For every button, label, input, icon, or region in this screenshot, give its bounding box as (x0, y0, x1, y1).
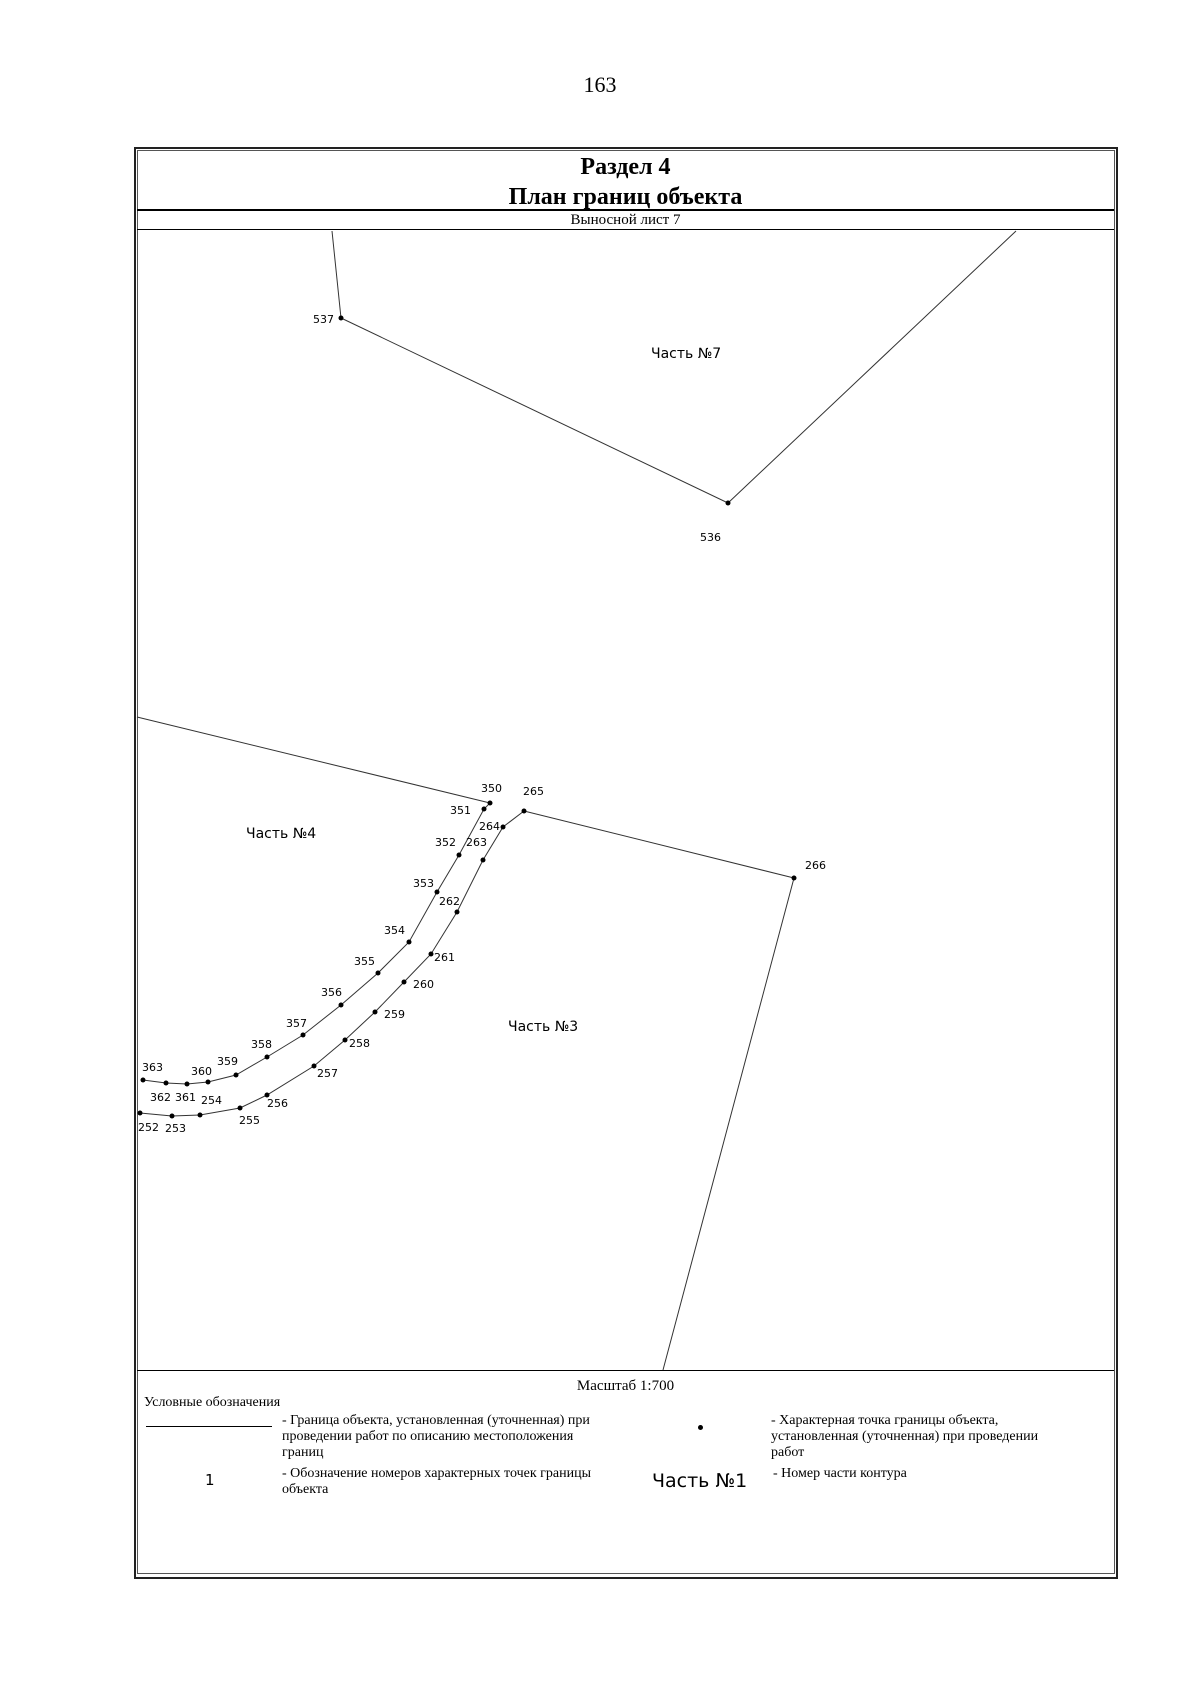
point-353-marker (434, 889, 440, 895)
legend-number-description: - Обозначение номеров характерных точек … (282, 1466, 591, 1497)
point-label-259: 259 (384, 1008, 405, 1021)
point-label-253: 253 (165, 1122, 186, 1135)
sheet-frame-inner (137, 150, 1115, 1574)
point-label-265: 265 (523, 785, 544, 798)
point-356-marker (338, 1002, 344, 1008)
boundary-points (137, 315, 797, 1119)
point-351-marker (481, 806, 487, 812)
point-352-marker (456, 852, 462, 858)
legend-part-sample: Часть №1 (652, 1470, 748, 1492)
point-263-marker (480, 857, 486, 863)
sheet-label: Выносной лист 7 (570, 212, 681, 228)
legend-boundary-description: - Граница объекта, установленная (уточне… (282, 1413, 590, 1460)
point-260-marker (401, 979, 407, 985)
point-355-marker (375, 970, 381, 976)
page-number: 163 (583, 72, 617, 97)
point-label-537: 537 (313, 313, 334, 326)
point-label-363: 363 (142, 1061, 163, 1074)
point-362-marker (163, 1080, 169, 1086)
point-252-marker (137, 1110, 143, 1116)
boundary-lines (136, 230, 1017, 1371)
legend-boundary-line-sample (146, 1426, 272, 1427)
legend-point-description: - Характерная точка границы объекта, уст… (771, 1413, 1039, 1460)
point-261-marker (428, 951, 434, 957)
point-350-marker (487, 800, 493, 806)
point-label-258: 258 (349, 1037, 370, 1050)
legend-title: Условные обозначения (144, 1395, 281, 1410)
point-label-266: 266 (805, 859, 826, 872)
point-label-353: 353 (413, 877, 434, 890)
point-254-marker (197, 1112, 203, 1118)
section-title: Раздел 4 (580, 154, 671, 180)
point-265-marker (521, 808, 527, 814)
point-label-254: 254 (201, 1094, 222, 1107)
legend-part-description: - Номер части контура (773, 1466, 907, 1481)
sheet-frame-outer (134, 147, 1118, 1579)
point-258-marker (342, 1037, 348, 1043)
point-label-350: 350 (481, 782, 502, 795)
point-359-marker (233, 1072, 239, 1078)
point-255-marker (237, 1105, 243, 1111)
point-257-marker (311, 1063, 317, 1069)
point-label-264: 264 (479, 820, 500, 833)
point-label-536: 536 (700, 531, 721, 544)
part-labels: Часть №7 Часть №4 Часть №3 (246, 346, 721, 1035)
point-label-359: 359 (217, 1055, 238, 1068)
point-537-marker (338, 315, 344, 321)
part-4-upper-boundary (136, 716, 491, 804)
header-divider (137, 209, 1114, 211)
part-3-outer-boundary (523, 810, 795, 1371)
point-label-358: 358 (251, 1038, 272, 1051)
point-label-356: 356 (321, 986, 342, 999)
point-label-255: 255 (239, 1114, 260, 1127)
point-labels: 537 536 350 351 352 353 354 355 356 357 … (138, 313, 826, 1135)
part-label-4: Часть №4 (246, 826, 316, 842)
scale-label: Масштаб 1:700 (576, 1378, 675, 1394)
point-264-marker (500, 824, 506, 830)
point-label-351: 351 (450, 804, 471, 817)
part-label-7: Часть №7 (651, 346, 721, 362)
point-253-marker (169, 1113, 175, 1119)
point-360-marker (205, 1079, 211, 1085)
point-354-marker (406, 939, 412, 945)
plan-title: План границ объекта (508, 184, 743, 210)
point-label-252: 252 (138, 1121, 159, 1134)
point-label-256: 256 (267, 1097, 288, 1110)
point-label-355: 355 (354, 955, 375, 968)
sheet-header: Раздел 4 План границ объекта (137, 150, 1114, 210)
point-label-260: 260 (413, 978, 434, 991)
legend-number-sample: 1 (205, 1471, 215, 1489)
point-label-361: 361 (175, 1091, 196, 1104)
point-label-261: 261 (434, 951, 455, 964)
point-363-marker (140, 1077, 146, 1083)
point-label-362: 362 (150, 1091, 171, 1104)
point-266-marker (791, 875, 797, 881)
point-256-marker (264, 1092, 270, 1098)
part-7-boundary (331, 230, 1017, 504)
point-259-marker (372, 1009, 378, 1015)
point-label-263: 263 (466, 836, 487, 849)
legend-divider (137, 1370, 1114, 1371)
point-357-marker (300, 1032, 306, 1038)
point-label-360: 360 (191, 1065, 212, 1078)
part-4-curve-boundary (142, 802, 491, 1085)
point-label-262: 262 (439, 895, 460, 908)
point-label-352: 352 (435, 836, 456, 849)
point-361-marker (184, 1081, 190, 1087)
point-label-357: 357 (286, 1017, 307, 1030)
sheet-label-divider (137, 229, 1114, 230)
point-358-marker (264, 1054, 270, 1060)
point-label-257: 257 (317, 1067, 338, 1080)
part-label-3: Часть №3 (508, 1019, 578, 1035)
point-label-354: 354 (384, 924, 405, 937)
point-536-marker (725, 500, 731, 506)
point-262-marker (454, 909, 460, 915)
legend-point-sample (698, 1425, 703, 1430)
part-3-curve-boundary (139, 810, 525, 1117)
